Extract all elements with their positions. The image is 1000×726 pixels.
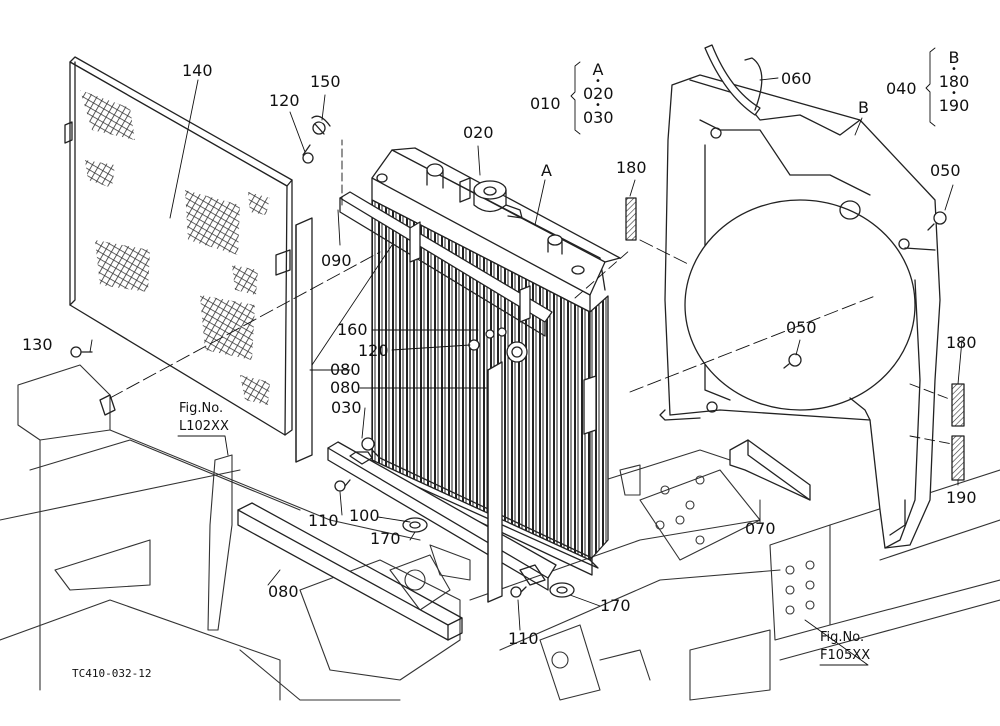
tape-190 [951,435,965,481]
callout-170-left: 170 [370,529,401,548]
callout-170-right: 170 [600,596,631,615]
callout-B: B [858,98,869,117]
fig-ref-left-code[interactable]: L102XX [179,419,229,434]
callout-120-top: 120 [269,91,300,110]
fig-ref-left-title: Fig.No. [179,401,224,416]
callout-040-item-c: 190 [938,96,970,115]
hose-060 [704,44,763,116]
rubber-strip-080-bottom [237,502,463,641]
screen-140 [64,56,293,436]
callout-110-left: 110 [308,511,339,530]
separator-dot: • [951,64,957,75]
callout-030: 030 [331,398,362,417]
callout-080-b: 080 [330,378,361,397]
callout-180-left: 180 [616,158,647,177]
callout-010-item-c: 030 [583,108,614,127]
callout-150: 150 [310,72,341,91]
separator-dot: • [951,88,957,99]
rubber-strip-080-left [295,217,313,463]
callout-010-item-b: 020 [583,84,614,103]
leader-lines [89,47,963,666]
callout-080-bottom: 080 [268,582,299,601]
callout-010: 010 [530,94,561,113]
callout-080-a: 080 [330,360,361,379]
rubber-strip-080-right [487,361,503,603]
fan-shroud [659,74,941,549]
fig-ref-right-code[interactable]: F105XX [820,648,871,663]
callout-160: 160 [337,320,368,339]
hardware [70,115,947,598]
callout-040-item-b: 180 [938,72,970,91]
callout-040-item-a: B [948,48,960,67]
callout-060: 060 [781,69,812,88]
callout-070: 070 [745,519,776,538]
tape-180-b [951,383,965,427]
callout-180-right: 180 [946,333,977,352]
callout-A: A [541,161,552,180]
callout-100: 100 [349,506,380,525]
callout-020: 020 [463,123,494,142]
tape-180-a [625,197,637,241]
callout-050-top: 050 [930,161,961,180]
callout-110-right: 110 [508,629,539,648]
callout-090: 090 [321,251,352,270]
drawing-code: TC410-032-12 [72,667,152,680]
callout-190: 190 [946,488,977,507]
callout-040: 040 [886,79,917,98]
callout-140: 140 [182,61,213,80]
callout-050-mid: 050 [786,318,817,337]
callout-010-item-a: A [592,60,604,79]
sponge-070 [729,439,811,501]
separator-dot: • [595,100,601,111]
callout-120-mid: 120 [358,341,389,360]
callout-040-group: B • 180 • 190 [937,50,971,114]
callout-130: 130 [22,335,53,354]
separator-dot: • [595,76,601,87]
fig-ref-right-title: Fig.No. [820,630,865,645]
callout-010-group: A • 020 • 030 [583,60,614,127]
